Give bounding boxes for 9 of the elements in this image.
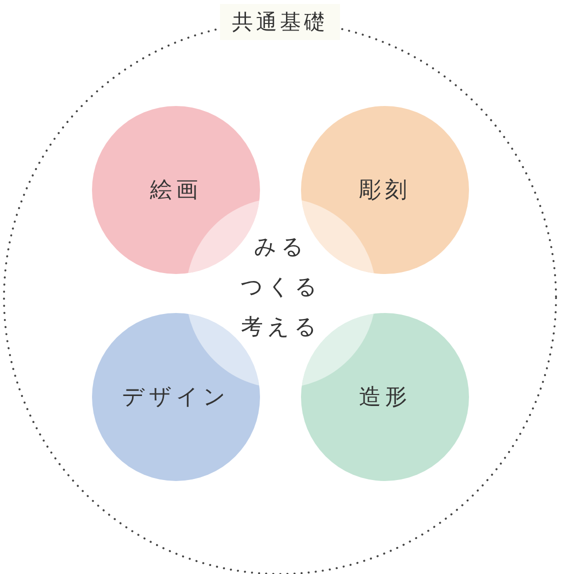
category-label: 彫刻 <box>358 177 412 205</box>
category-label: デザイン <box>121 384 231 412</box>
category-label: 絵画 <box>149 177 203 205</box>
category-circle <box>301 106 469 274</box>
group-title: 共通基礎 <box>220 4 340 40</box>
center-word: 考える <box>240 314 322 342</box>
center-word: みる <box>253 234 309 262</box>
category-label: 造形 <box>358 384 412 412</box>
center-word: つくる <box>240 274 322 302</box>
